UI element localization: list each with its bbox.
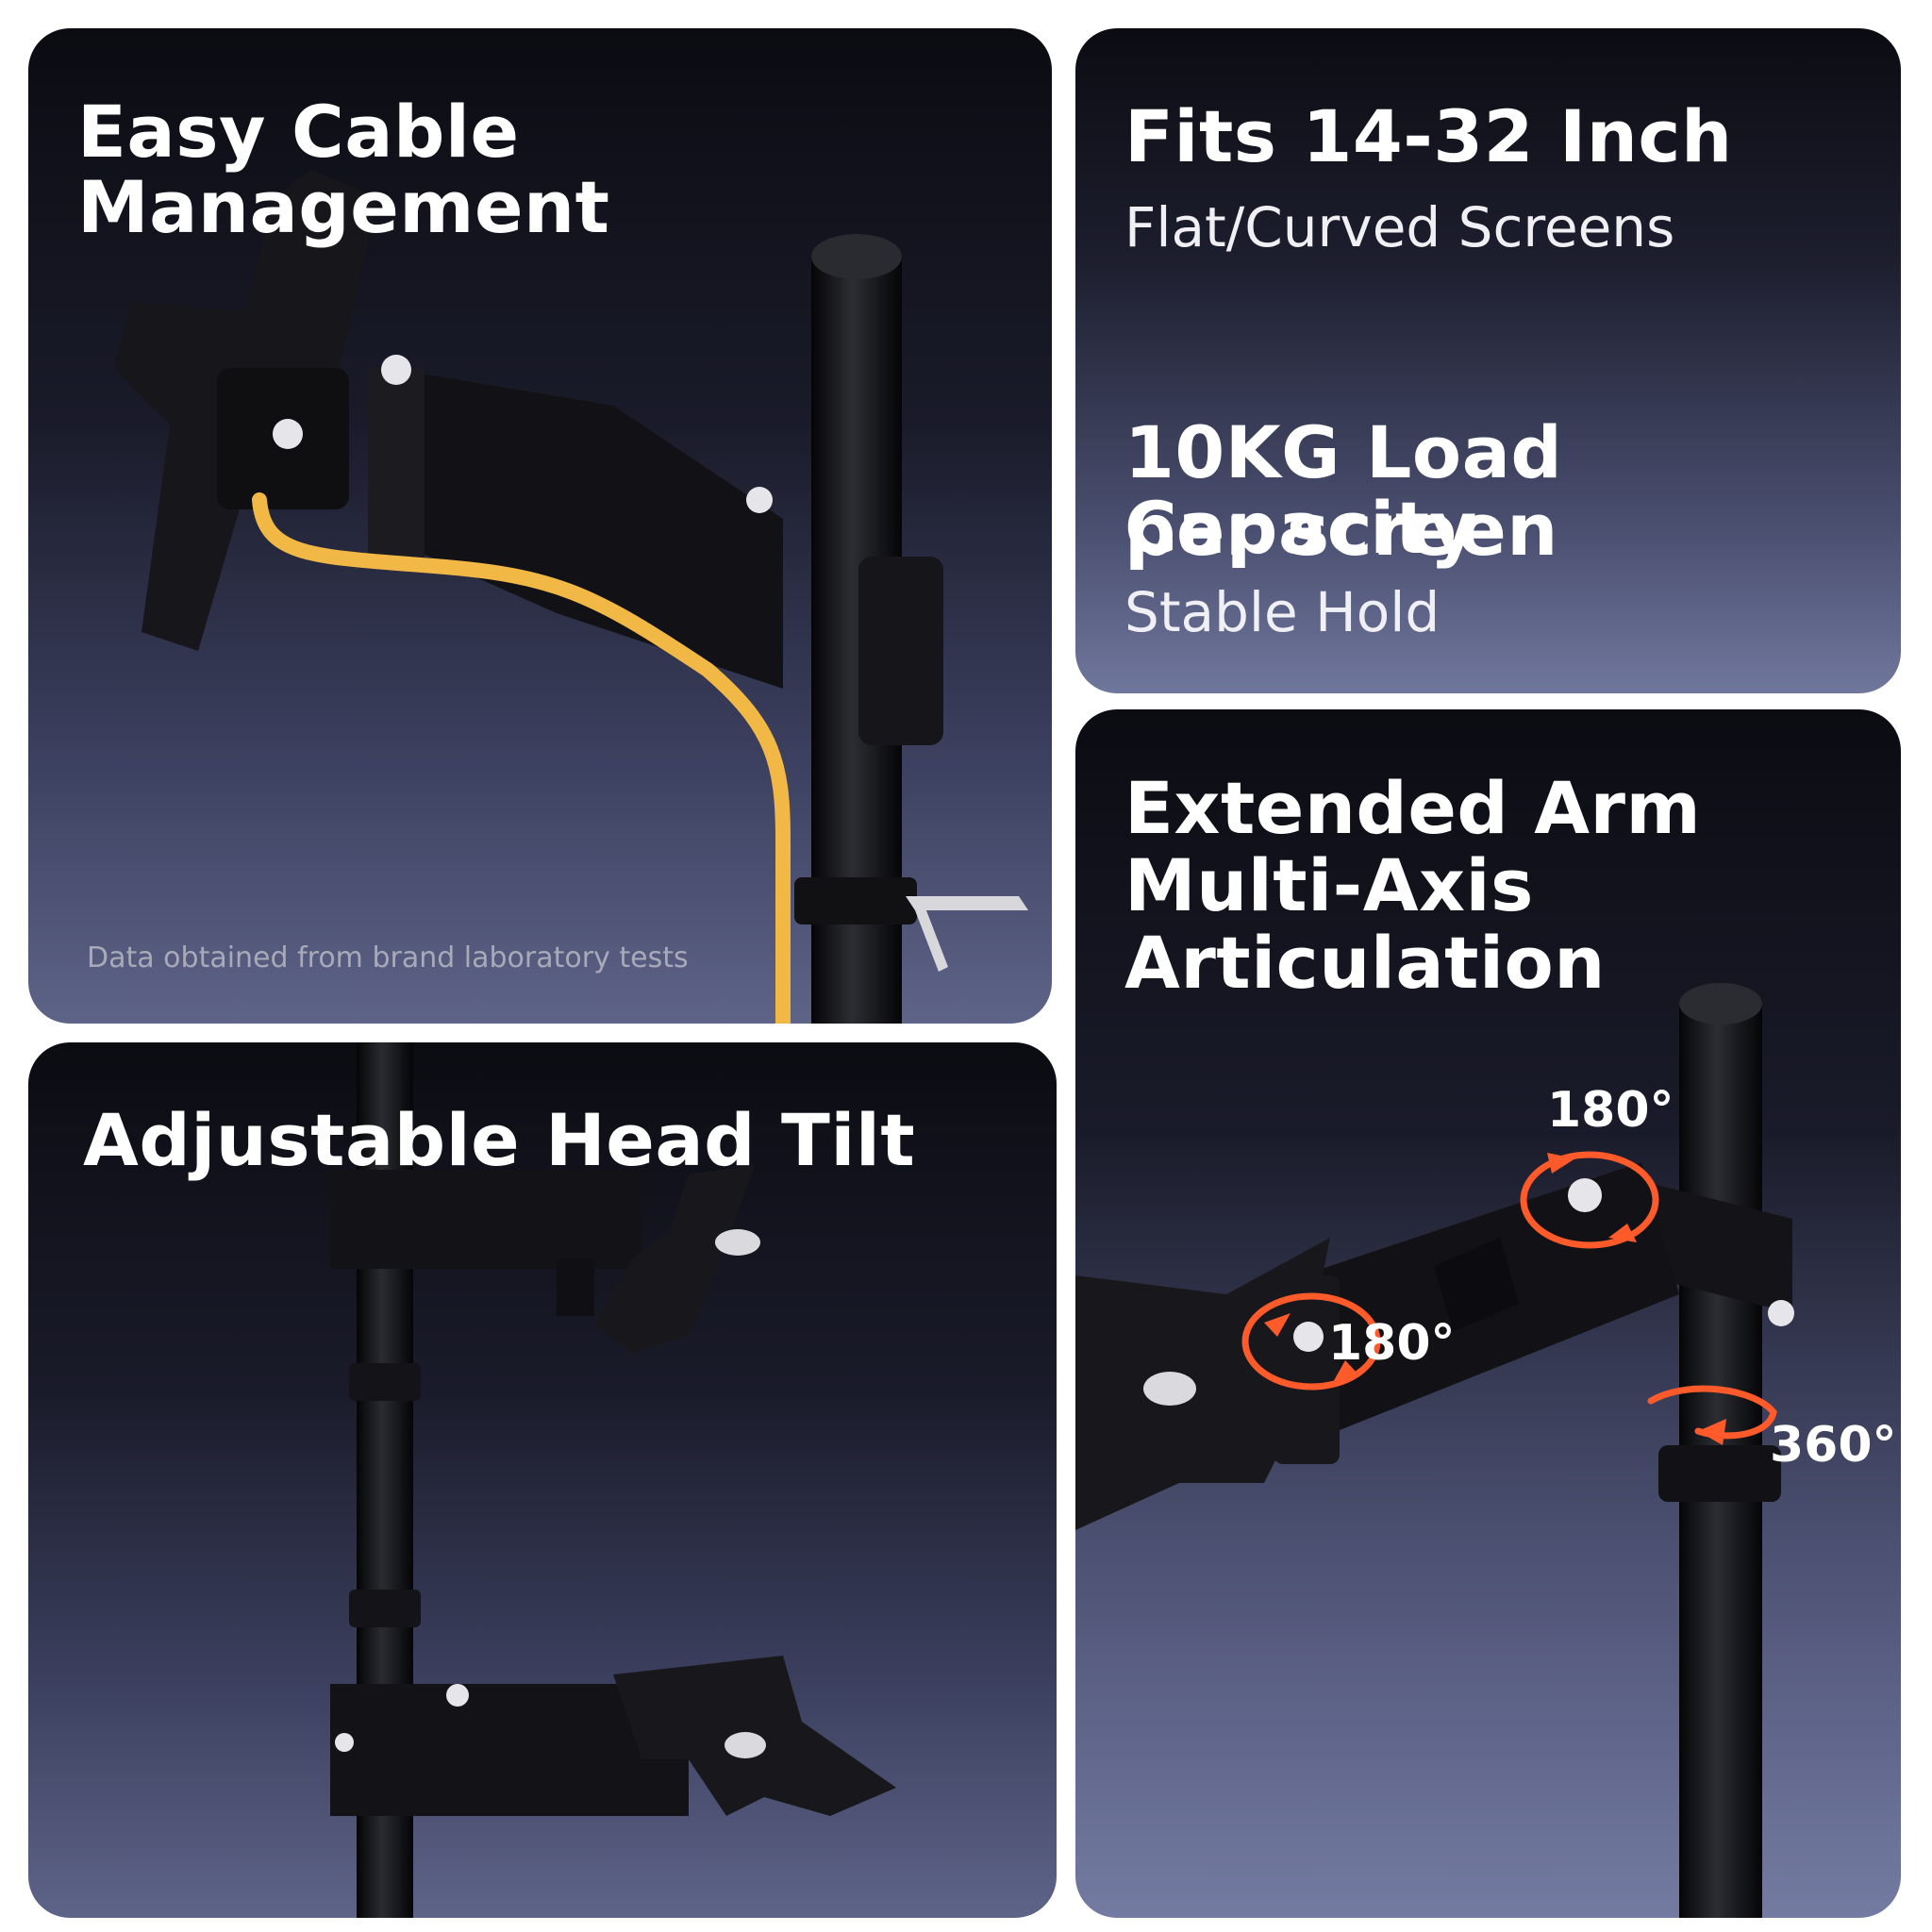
cable-management-illustration [113,170,1028,1024]
rotation-label-top: 180° [1547,1082,1674,1139]
load-capacity-title: 10KG Load Capacity [1124,410,1563,570]
multi-axis-title: Multi-Axis [1124,843,1534,927]
panel-cable-management: Easy Cable Management Data obtained from… [28,28,1052,1024]
extended-arm-illustration [1075,983,1794,1918]
head-tilt-illustration [330,1042,896,1918]
panel-fits-load: Fits 14-32 Inch Flat/Curved Screens 10KG… [1075,28,1901,693]
fits-size-title: Fits 14-32 Inch [1124,94,1733,178]
fits-size-subtitle: Flat/Curved Screens [1124,195,1675,259]
rotation-label-pole: 360° [1770,1417,1897,1474]
rotation-label-head: 180° [1328,1315,1456,1372]
extended-arm-title: Extended Arm [1124,766,1702,850]
panel-head-tilt: Adjustable Head Tilt [28,1042,1057,1918]
panel-extended-arm: Extended Arm Multi-Axis Articulation 180… [1075,709,1901,1918]
head-tilt-title: Adjustable Head Tilt [83,1098,916,1182]
load-capacity-title-line2: per screen [1124,488,1558,572]
cable-management-title: Easy Cable Management [77,90,610,249]
lab-test-note: Data obtained from brand laboratory test… [87,941,689,974]
stable-hold-subtitle: Stable Hold [1124,580,1441,644]
articulation-title: Articulation [1124,921,1606,1005]
